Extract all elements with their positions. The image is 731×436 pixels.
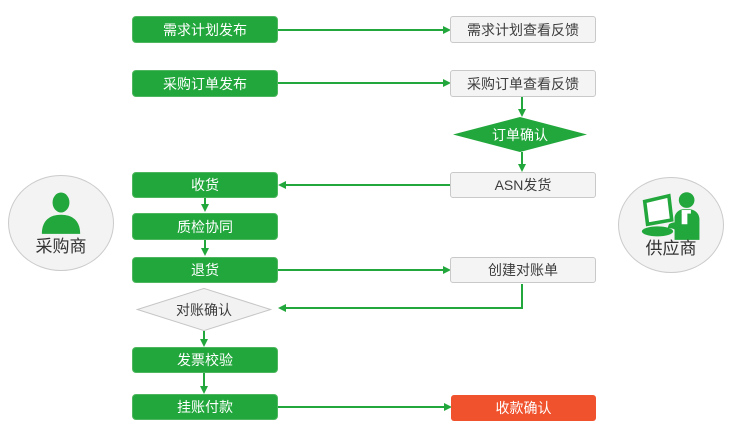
connector-return-to-statement <box>278 266 451 274</box>
actor-supplier: 供应商 <box>618 177 724 273</box>
node-label: 需求计划发布 <box>163 21 247 38</box>
node-order-confirm-diamond: 订单确认 <box>453 117 587 152</box>
node-label: 退货 <box>191 262 219 278</box>
node-po-feedback: 采购订单查看反馈 <box>450 70 596 97</box>
node-demand-plan-publish: 需求计划发布 <box>132 16 278 43</box>
node-invoice-verify: 发票校验 <box>132 347 278 373</box>
actor-supplier-label: 供应商 <box>645 239 697 258</box>
node-payment-confirm: 收款确认 <box>451 395 596 421</box>
node-create-statement: 创建对账单 <box>450 257 596 283</box>
node-label: 创建对账单 <box>488 262 558 278</box>
connector-statement-to-confirm <box>278 284 523 312</box>
node-return-goods: 退货 <box>132 257 278 283</box>
actor-buyer-label: 采购商 <box>35 237 87 256</box>
connector-payment-to-confirm <box>278 403 452 411</box>
actor-buyer: 采购商 <box>8 175 114 271</box>
node-label: 采购订单查看反馈 <box>467 75 579 92</box>
connector-receive-to-quality <box>201 198 209 212</box>
node-po-publish: 采购订单发布 <box>132 70 278 97</box>
node-label: 订单确认 <box>492 126 548 143</box>
node-label: 需求计划查看反馈 <box>467 21 579 38</box>
connector-asn-to-receive <box>278 181 450 189</box>
person-silhouette-icon <box>41 192 81 234</box>
node-label: 质检协同 <box>177 218 233 235</box>
node-demand-plan-feedback: 需求计划查看反馈 <box>450 16 596 43</box>
connector-confirm-to-asn <box>518 152 526 172</box>
node-label: 挂账付款 <box>177 399 233 415</box>
node-payment: 挂账付款 <box>132 394 278 420</box>
connector-invoice-to-payment <box>200 373 208 394</box>
node-statement-confirm-diamond: 对账确认 <box>136 288 272 331</box>
node-asn-ship: ASN发货 <box>450 172 596 198</box>
node-label: 对账确认 <box>176 301 232 318</box>
node-receive: 收货 <box>132 172 278 198</box>
connector-confirm-to-invoice <box>200 331 208 347</box>
connector-demand-plan <box>278 26 451 34</box>
node-label: 收款确认 <box>495 400 552 416</box>
node-label: 收货 <box>191 177 219 193</box>
connector-po <box>278 79 451 87</box>
node-label: ASN发货 <box>494 177 552 193</box>
node-label: 发票校验 <box>177 352 233 368</box>
connector-quality-to-return <box>201 240 209 256</box>
diamond-shape <box>136 288 272 331</box>
node-label: 采购订单发布 <box>163 75 247 92</box>
node-quality-check: 质检协同 <box>132 213 278 240</box>
connector-po-feedback-to-confirm <box>518 97 526 117</box>
person-with-laptop-icon <box>641 192 700 240</box>
diamond-shape <box>453 117 587 152</box>
